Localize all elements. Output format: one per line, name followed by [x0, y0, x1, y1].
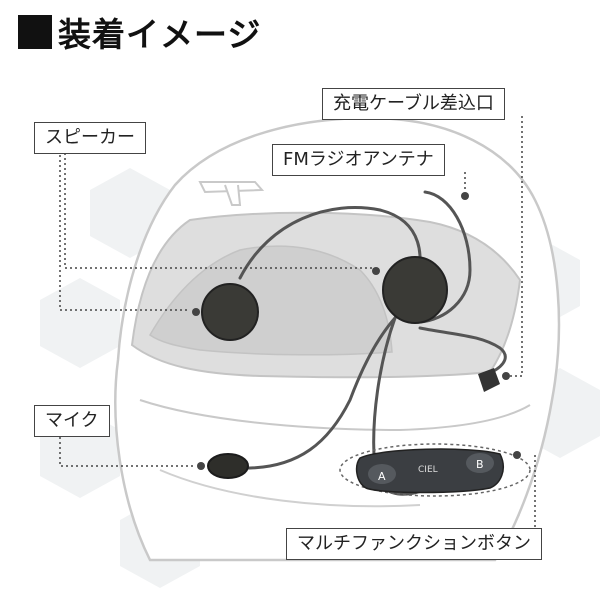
- button-a: [368, 464, 396, 484]
- button-unit-outline: [339, 443, 531, 497]
- label-charge-port: 充電ケーブル差込口: [322, 88, 505, 120]
- title-square-icon: [18, 15, 52, 49]
- speaker-right: [382, 256, 448, 324]
- callout-dots: [192, 192, 521, 470]
- label-mic: マイク: [34, 405, 110, 437]
- button-b-letter: B: [476, 458, 484, 471]
- charge-cable: [418, 326, 507, 374]
- button-b: [466, 453, 494, 473]
- label-multi-button: マルチファンクションボタン: [286, 528, 542, 560]
- microphone: [207, 453, 249, 479]
- speaker-left: [201, 283, 259, 341]
- charge-plug: [478, 368, 500, 392]
- brand-logo: CIEL: [418, 465, 438, 475]
- antenna: [418, 190, 472, 324]
- title-text: 装着イメージ: [58, 15, 262, 54]
- button-a-letter: A: [378, 470, 386, 483]
- mic-cable: [238, 316, 397, 470]
- label-speaker: スピーカー: [34, 122, 146, 154]
- control-unit: [355, 448, 504, 494]
- chin-lower: [159, 469, 421, 508]
- label-fm-antenna: FMラジオアンテナ: [272, 144, 445, 176]
- section-title: 装着イメージ: [18, 8, 261, 56]
- top-vent-2: [224, 184, 242, 206]
